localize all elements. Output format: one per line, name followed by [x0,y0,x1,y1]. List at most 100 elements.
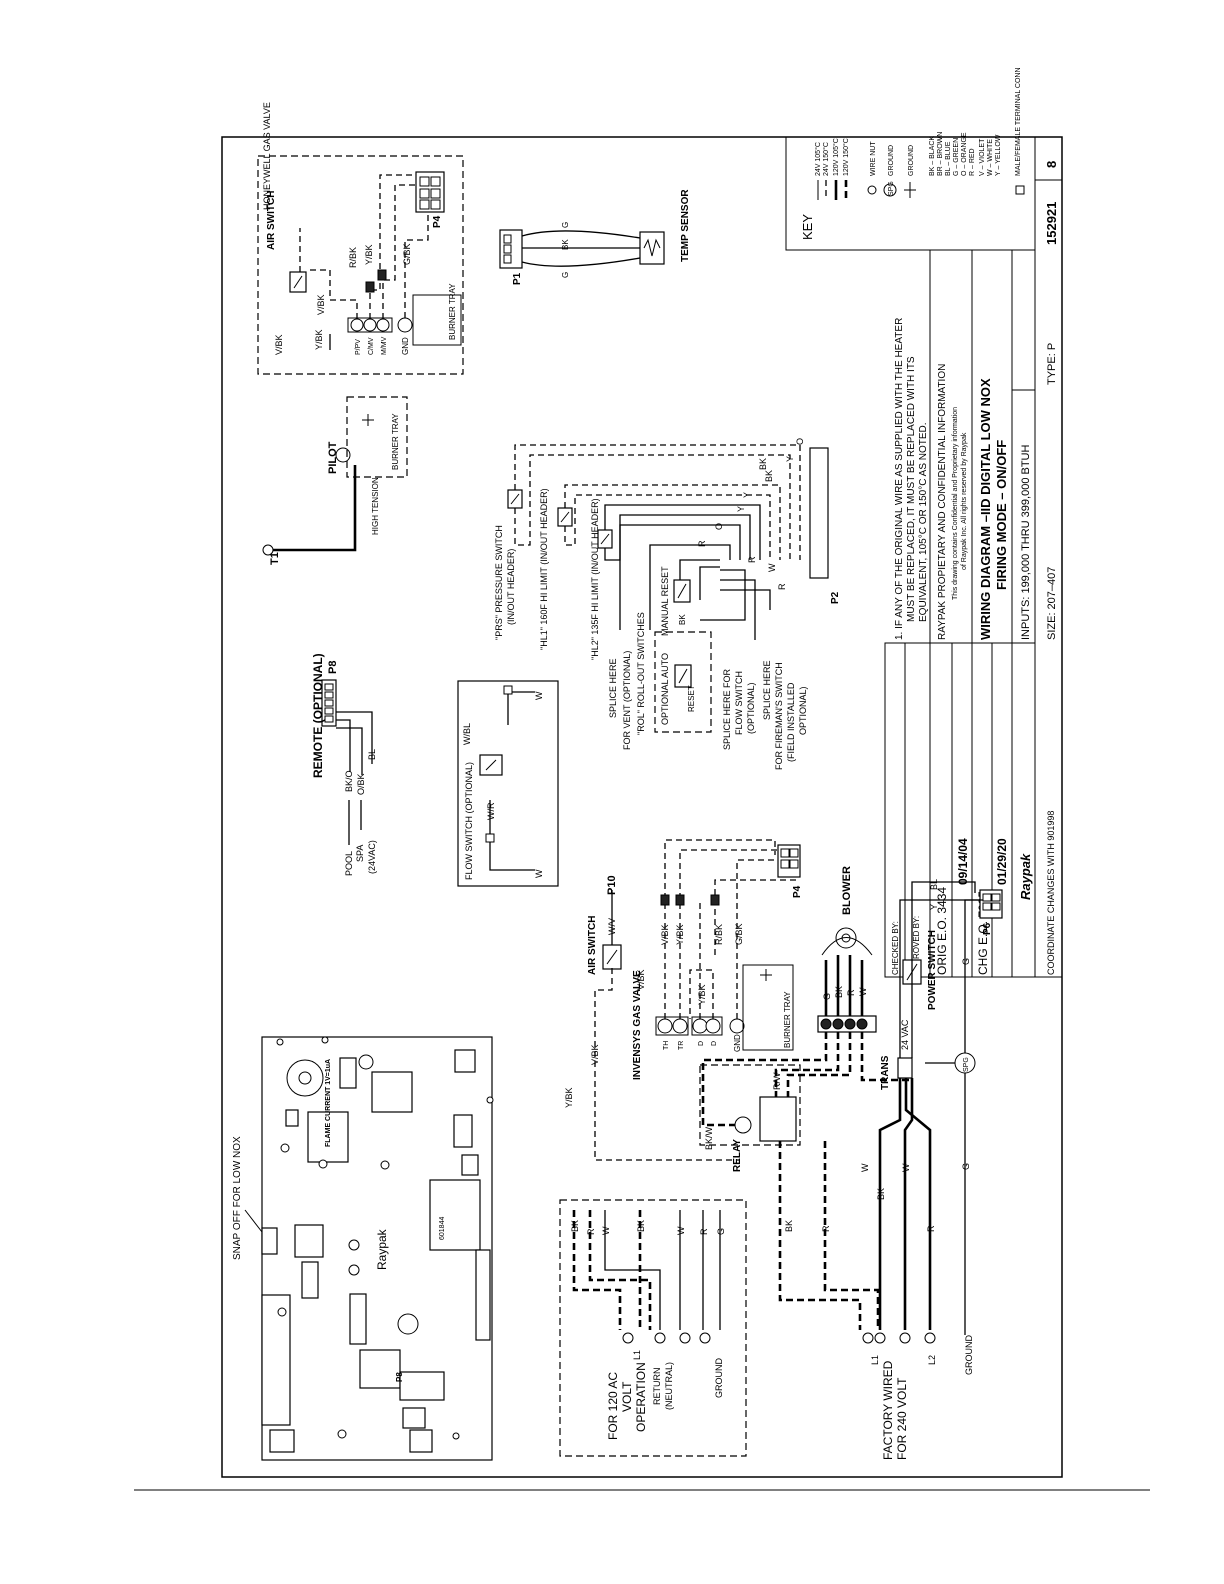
svg-text:SPLICE HERE: SPLICE HERE [608,658,618,718]
svg-text:FOR FIREMAN'S SWITCH: FOR FIREMAN'S SWITCH [774,662,784,770]
svg-text:G: G [961,958,971,965]
svg-text:V – VIOLET: V – VIOLET [979,138,986,176]
key-title: KEY [800,214,815,240]
svg-text:V/BK: V/BK [636,969,646,990]
svg-text:P4: P4 [432,215,443,228]
svg-text:24 VAC: 24 VAC [900,1019,910,1050]
svg-text:Y/BK: Y/BK [314,329,324,350]
svg-text:BL: BL [367,749,377,760]
svg-text:"PRS" PRESSURE SWITCH: "PRS" PRESSURE SWITCH [494,525,504,640]
svg-text:GROUND: GROUND [964,1335,974,1375]
doc-number: 152921 [1044,202,1059,245]
svg-text:G: G [822,993,832,1000]
svg-text:V/BK: V/BK [660,924,670,945]
key-box: KEY 24V 105°C 24V 150°C 120V 105°C 120V … [785,67,1036,251]
flow-switch: FLOW SWITCH (OPTIONAL) W/R W/BL W W [457,680,559,887]
svg-text:L1: L1 [632,1350,642,1360]
svg-text:W/BL: W/BL [462,723,472,745]
power-switch-label: POWER SWITCH [927,930,938,1010]
svg-text:Y/BK: Y/BK [564,1087,574,1108]
board-part-number: 601844 [439,1217,446,1240]
svg-text:R/BK: R/BK [714,924,724,945]
svg-text:Y/BK: Y/BK [697,984,707,1005]
svg-text:P4: P4 [792,885,803,898]
svg-text:R – RED: R – RED [969,148,976,176]
svg-text:BK: BK [876,1188,886,1200]
svg-text:BK: BK [758,458,768,470]
svg-text:BK/W: BK/W [704,1126,714,1150]
svg-text:W: W [534,691,544,700]
svg-text:24V 150°C: 24V 150°C [822,142,830,176]
checked-by: CHECKED BY: [891,921,900,975]
svg-text:OPTIONAL): OPTIONAL) [798,686,808,735]
svg-text:EQUIVALENT, 105°C OR 150°C AS: EQUIVALENT, 105°C OR 150°C AS NOTED. [918,422,929,622]
svg-text:BK: BK [636,1220,646,1232]
invensys-gas-valve: AIR SWITCH P10 W/V INVENSYS GAS VALVE TH… [564,839,803,1161]
svg-text:MALE/FEMALE TERMINAL CONN: MALE/FEMALE TERMINAL CONN [1015,67,1022,176]
svg-text:BURNER TRAY: BURNER TRAY [783,991,792,1048]
svg-text:O/BK: O/BK [356,773,366,795]
note-1: 1. IF ANY OF THE ORIGINAL WIRE AS SUPPLI… [894,318,929,640]
honeywell-gas-valve: AIR SWITCH HONEYWELL GAS VALVE P/PV C/MV… [257,102,464,375]
svg-text:D: D [698,1041,705,1046]
svg-text:R: R [926,1225,936,1232]
svg-text:BK: BK [784,1220,794,1232]
svg-text:BURNER TRAY: BURNER TRAY [391,413,400,470]
svg-text:"HL1" 160F HI LIMIT (IN/OUT HE: "HL1" 160F HI LIMIT (IN/OUT HEADER) [539,488,549,650]
board-brand: Raypak [375,1228,389,1270]
invensys-label: INVENSYS GAS VALVE [632,970,643,1080]
svg-text:Y – YELLOW: Y – YELLOW [995,134,1002,176]
svg-text:G: G [561,272,570,278]
proprietary-line2: This drawing contains Confidential and P… [952,407,959,600]
factory-wired-label: FACTORY WIRED [881,1360,895,1460]
svg-text:GND: GND [401,337,410,355]
svg-text:W: W [601,1226,611,1235]
volt-120-option: BK R W BK W R G L1 RETURN (NEUTRAL) GROU… [559,1199,747,1457]
proprietary-line3: of Raypak Inc. All rights reserved by Ra… [961,432,968,570]
svg-text:W/R: W/R [486,802,496,820]
drawing-title-1: WIRING DIAGRAM –IID DIGITAL LOW NOX [978,378,993,640]
svg-text:G – GREEN: G – GREEN [953,138,960,176]
svg-text:BL: BL [929,879,939,890]
volt-120-label: FOR 120 AC [606,1372,620,1440]
orig-date: 09/14/04 [956,838,970,885]
revision: 8 [1044,161,1059,168]
svg-text:GROUND: GROUND [908,145,915,176]
svg-text:BK: BK [570,1220,580,1232]
svg-text:BK: BK [834,986,844,998]
svg-text:SPA: SPA [355,845,365,862]
svg-text:O: O [795,438,805,445]
svg-text:MUST BE REPLACED, IT MUST BE R: MUST BE REPLACED, IT MUST BE REPLACED WI… [906,356,917,622]
svg-text:"ROL" ROLL-OUT SWITCHES: "ROL" ROLL-OUT SWITCHES [636,612,646,735]
svg-text:R: R [777,583,787,590]
svg-text:W: W [676,1226,686,1235]
chg-date: 01/29/20 [995,838,1009,885]
svg-text:VOLT: VOLT [620,1381,634,1412]
t1-label: T1 [269,552,281,565]
coordinate-note: COORDINATE CHANGES WITH 901998 [1046,811,1056,975]
svg-text:R: R [846,989,856,996]
svg-text:G: G [716,1228,726,1235]
remote-label: REMOTE (OPTIONAL) [311,653,325,778]
type: TYPE: P [1046,343,1058,385]
remote-connector: REMOTE (OPTIONAL) P8 POOL SPA (24VAC) BK… [311,653,377,876]
pilot-assembly: T1 HIGH TENSION PILOT BURNER TRAY [262,396,408,565]
svg-text:Y: Y [785,456,795,462]
svg-text:L2: L2 [927,1355,937,1365]
proprietary-line1: RAYPAK PROPIETARY AND CONFIDENTIAL INFOR… [937,364,948,640]
svg-text:SPLICE HERE FOR: SPLICE HERE FOR [722,668,732,750]
svg-text:W: W [860,1163,870,1172]
svg-text:SPG: SPG [963,1057,970,1072]
svg-text:SPG: SPG [888,181,895,196]
board-p8: P8 [395,1372,404,1382]
svg-text:G/BK: G/BK [402,243,412,265]
temp-sensor-label: TEMP SENSOR [680,189,691,262]
svg-text:W: W [901,1163,911,1172]
drawing-title-2: FIRING MODE – ON/OFF [994,440,1009,590]
svg-text:MANUAL RESET: MANUAL RESET [660,566,670,636]
pilot-label: PILOT [327,441,339,474]
remote-p8: P8 [327,661,339,674]
svg-text:(NEUTRAL): (NEUTRAL) [664,1362,674,1410]
svg-text:120V 105°C: 120V 105°C [832,138,840,176]
svg-text:HIGH TENSION: HIGH TENSION [371,477,380,535]
